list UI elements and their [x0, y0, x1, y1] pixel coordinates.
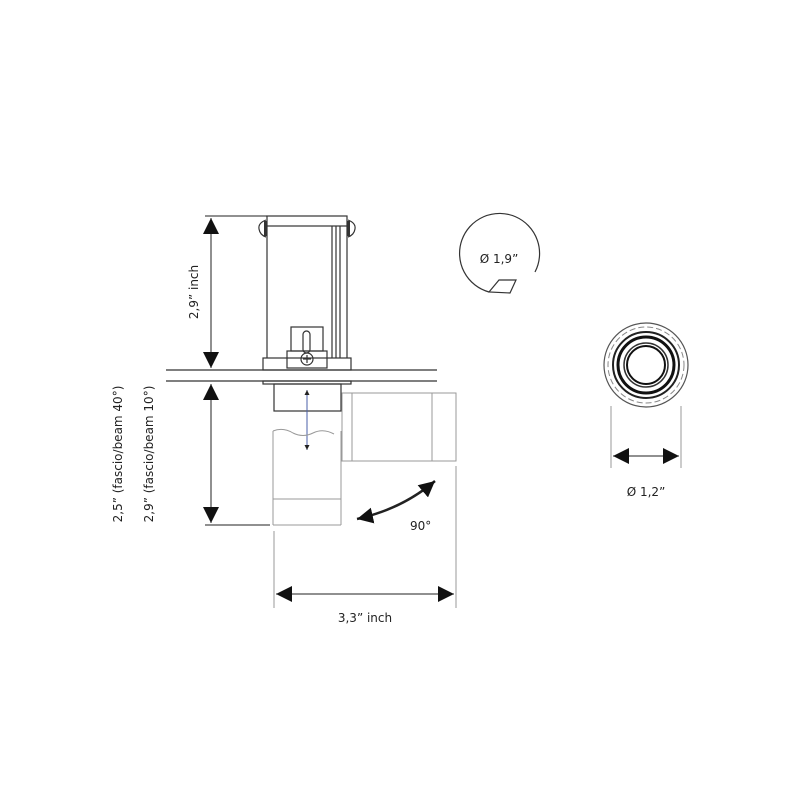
width-label: 3,3” inch — [338, 611, 392, 625]
cutout-circle-icon — [458, 212, 541, 293]
screw-icon — [300, 352, 314, 366]
dim-body-height: 2,9” inch — [187, 215, 267, 368]
cutout-diameter-label: Ø 1,9” — [480, 252, 519, 266]
cutout-diagram: Ø 1,9” — [458, 212, 541, 294]
housing-body — [258, 215, 356, 371]
left-clip-icon — [258, 219, 267, 238]
ceiling-panel — [166, 369, 437, 382]
dim-width: 3,3” inch — [273, 466, 457, 625]
trim-lamp — [262, 380, 457, 526]
body-height-label: 2,9” inch — [187, 265, 201, 319]
rotation-label: 90° — [410, 519, 431, 533]
front-diameter-label: Ø 1,2” — [627, 485, 666, 499]
projection-10-label: 2,9” (fascio/beam 10°) — [142, 386, 156, 523]
right-clip-icon — [347, 219, 356, 238]
projection-40-label: 2,5” (fascio/beam 40°) — [111, 386, 125, 523]
rotation-arrow-icon — [356, 480, 436, 524]
front-view: Ø 1,2” — [603, 322, 689, 499]
dim-projection: 2,5” (fascio/beam 40°) 2,9” (fascio/beam… — [111, 384, 270, 526]
